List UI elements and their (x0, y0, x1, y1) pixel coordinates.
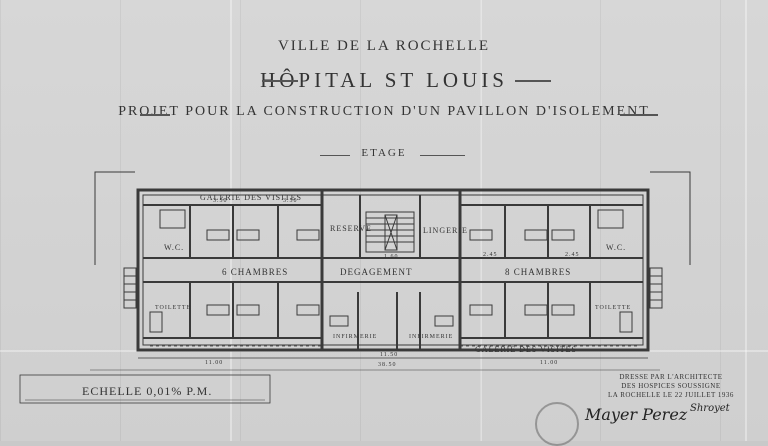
title-rule (420, 155, 465, 156)
dimension-label: 11.00 (540, 360, 559, 366)
title-rule (320, 155, 350, 156)
dimension-label: 38.50 (378, 362, 397, 368)
room-label: GALERIE DES VISITES (200, 193, 302, 202)
room-label: TOILETTE (155, 305, 192, 311)
scale-label: ECHELLE 0,01% P.M. (82, 384, 213, 398)
room-label: INFIRMERIE (333, 334, 378, 340)
project-title: PROJET POUR LA CONSTRUCTION D'UN PAVILLO… (118, 104, 650, 119)
dimension-label: 11.00 (205, 360, 224, 366)
fold-line (230, 0, 232, 441)
room-label: DEGAGEMENT (340, 267, 413, 277)
credit-line: DRESSE PAR L'ARCHITECTE (619, 373, 723, 381)
dimension-label: 3.50 (283, 198, 298, 204)
hospital-title: HÔPITAL ST LOUIS (260, 68, 508, 92)
dimension-label: 11.50 (380, 352, 399, 358)
room-label: GALERIE DES VISITES (475, 345, 577, 354)
architect-credit: DRESSE PAR L'ARCHITECTE DES HOSPICES SOU… (608, 373, 734, 400)
title-rule (140, 114, 170, 116)
room-label: 6 CHAMBRES (222, 267, 289, 277)
floor-title: ETAGE (361, 147, 407, 159)
room-label: W.C. (164, 243, 185, 252)
dimension-label: 2.45 (565, 252, 580, 258)
dimension-label: 3.50 (213, 198, 228, 204)
fold-line (745, 0, 747, 441)
title-rule (515, 80, 551, 82)
room-label: INFIRMERIE (409, 334, 454, 340)
dimension-label: 1.60 (384, 254, 399, 260)
credit-line: LA ROCHELLE LE 22 JUILLET 1936 (608, 391, 734, 399)
title-rule (620, 114, 658, 116)
title-rule (262, 80, 298, 82)
room-label: RESERVE (330, 224, 372, 233)
room-label: W.C. (606, 243, 627, 252)
signature-left: Mayer Perez (585, 405, 688, 424)
room-label: 8 CHAMBRES (505, 267, 572, 277)
official-stamp (535, 402, 579, 446)
room-label: LINGERIE (423, 226, 468, 235)
city-title: VILLE DE LA ROCHELLE (277, 38, 491, 54)
dimension-label: 2.45 (483, 252, 498, 258)
credit-line: DES HOSPICES SOUSSIGNE (621, 382, 721, 390)
signature-right: Shroyet (690, 403, 730, 414)
room-label: TOILETTE (595, 305, 632, 311)
fold-line (480, 0, 482, 441)
